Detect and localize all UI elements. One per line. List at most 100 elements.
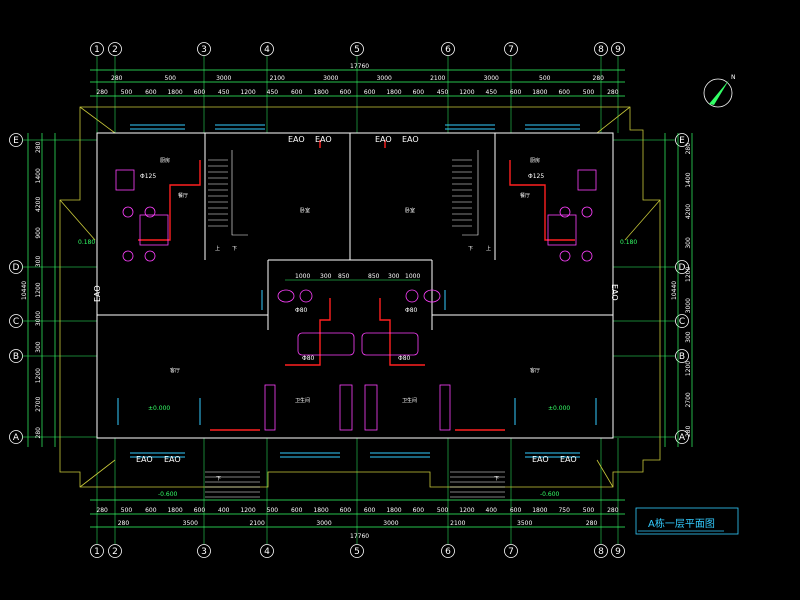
overall-height-left: 10440: [21, 281, 28, 300]
walls: [96, 132, 614, 439]
axis-label: 1: [94, 547, 100, 557]
windows: [117, 124, 597, 458]
eao-label: EAO: [610, 284, 619, 301]
dimension-value: 1800: [313, 507, 328, 514]
pipe-label: Φ125: [528, 173, 544, 180]
eao-label: EAO: [136, 455, 153, 464]
eao-label: EAO: [315, 135, 332, 144]
room-label: 餐厅: [520, 192, 530, 199]
dimension-value: 2100: [450, 520, 465, 527]
dimension-value: 500: [267, 507, 279, 514]
dimension-value: 500: [583, 89, 595, 96]
axis-bubble: [594, 42, 608, 56]
center-dim: 850: [368, 273, 380, 280]
center-dim: 1000: [405, 273, 420, 280]
axis-label: 7: [508, 45, 514, 55]
dimension-value: 3000: [323, 75, 338, 82]
dimension-value: 300: [685, 331, 692, 343]
eao-label: EAO: [288, 135, 305, 144]
dimension-value: 750: [558, 507, 570, 514]
dimension-value: 500: [165, 75, 177, 82]
level-mark: 0.180: [78, 239, 95, 246]
dimension-value: 1200: [685, 266, 692, 281]
dimension-value: 3000: [377, 75, 392, 82]
axis-label: 9: [615, 547, 621, 557]
axis-bubble: [90, 544, 104, 558]
center-dims: 1000 300 850 850 300 1000: [285, 273, 420, 281]
dimension-value: 500: [583, 507, 595, 514]
axis-bubble: [260, 42, 274, 56]
axis-label: 6: [445, 547, 451, 557]
center-dim: 300: [320, 273, 332, 280]
dimension-value: 1800: [313, 89, 328, 96]
grid-lines: [22, 56, 675, 544]
level-mark: 0.180: [620, 239, 637, 246]
axis-bubble: [675, 133, 689, 147]
stair-label: 下: [216, 476, 221, 482]
stairs: [205, 150, 505, 498]
dimension-value: 2700: [685, 392, 692, 407]
dimension-value: 280: [685, 143, 692, 155]
dimension-value: 600: [340, 507, 352, 514]
stair-labels: 上 下 下 上 下 下: [215, 245, 499, 482]
axis-label: 5: [354, 45, 360, 55]
dimension-value: 600: [194, 89, 206, 96]
dimension-value: 600: [364, 507, 376, 514]
eao-labels: EAO EAO EAO EAO EAO EAO EAO EAO EAO EAO: [93, 135, 619, 464]
axis-bubble: [441, 544, 455, 558]
eao-label: EAO: [164, 455, 181, 464]
stair-label: 上: [215, 245, 220, 252]
axis-label: D: [679, 263, 686, 273]
axis-label: 1: [94, 45, 100, 55]
level-mark: ±0.000: [148, 405, 170, 412]
north-label: N: [731, 74, 736, 81]
dimension-value: 600: [558, 89, 570, 96]
axis-bubble: [108, 42, 122, 56]
axis-bubble: [675, 430, 689, 444]
dimension-value: 600: [340, 89, 352, 96]
dimension-value: 1800: [386, 507, 401, 514]
eao-label: EAO: [375, 135, 392, 144]
axis-bubble: [504, 544, 518, 558]
dimension-value: 500: [539, 75, 551, 82]
pipes: [138, 140, 575, 431]
axis-bubble: [260, 544, 274, 558]
dimension-value: 600: [145, 507, 157, 514]
dimension-value: 450: [267, 89, 279, 96]
dimension-value: 2100: [430, 75, 445, 82]
dimension-value: 1200: [240, 89, 255, 96]
dimension-value: 280: [586, 520, 598, 527]
dimension-value: 1800: [167, 507, 182, 514]
eao-label: EAO: [532, 455, 549, 464]
dimension-value: 280: [96, 507, 108, 514]
axis-bubble: [675, 349, 689, 363]
dimension-value: 280: [685, 425, 692, 437]
level-mark: -0.600: [158, 491, 178, 498]
dimension-value: 600: [291, 89, 303, 96]
axis-label: D: [13, 263, 20, 273]
level-marks: ±0.000 ±0.000 -0.600 -0.600 0.180 0.180: [78, 239, 637, 498]
pipe-label: Φ80: [398, 355, 411, 362]
axis-label: 4: [264, 45, 270, 55]
axis-bubble: [350, 42, 364, 56]
room-label: 客厅: [170, 367, 180, 374]
dimension-value: 600: [510, 89, 522, 96]
dimension-value: 900: [35, 227, 42, 239]
dimension-value: 600: [413, 507, 425, 514]
axis-label: 3: [201, 547, 207, 557]
room-labels: 客厅 客厅 餐厅 餐厅 卧室 卧室 卫生间 卫生间 厨房 厨房: [160, 157, 540, 404]
axis-label: B: [679, 352, 685, 362]
dimension-value: 3000: [383, 520, 398, 527]
pipe-label: Φ125: [140, 173, 156, 180]
dimension-value: 400: [218, 507, 230, 514]
axis-bubble: [611, 42, 625, 56]
dimension-value: 280: [607, 89, 619, 96]
room-label: 卧室: [300, 207, 310, 214]
dimension-value: 3500: [183, 520, 198, 527]
axis-label: 4: [264, 547, 270, 557]
axis-bubble: [594, 544, 608, 558]
dimension-value: 1800: [532, 89, 547, 96]
axis-bubble: [675, 260, 689, 274]
